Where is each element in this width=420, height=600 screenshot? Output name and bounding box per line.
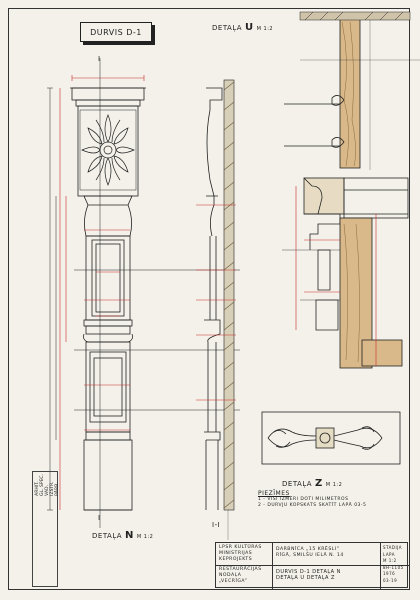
door-elevation — [70, 87, 146, 511]
drawing-line: DURVIS D-1 DETAĻA N — [276, 569, 341, 575]
detail-u-scale: M 1:2 — [256, 26, 274, 32]
detail-u-prefix: DETAĻA — [212, 24, 243, 32]
note-line-1: 1 - VISI IZMĒRI DOTI MILIMETROS — [258, 497, 349, 502]
code-line: 8H-1105 — [383, 564, 404, 570]
dimension-lines — [47, 58, 240, 540]
org-line: NODAĻA — [219, 573, 242, 578]
stamp-line: PĀRB. — [55, 482, 60, 496]
project-line: RĪGĀ, SMILŠU IELĀ N. 14 — [276, 553, 344, 558]
carved-rosette — [81, 114, 135, 186]
project-line: DARBNĪCA „15 KRĒSLI” — [276, 547, 340, 552]
code-line: 03-19 — [383, 577, 398, 583]
detail-n-prefix: DETAĻA — [92, 532, 123, 540]
detail-n-letter: N — [125, 530, 134, 541]
stamp-lines: ARHIT. GL. SPEC. VAD. IZSTR. PĀRB. — [35, 474, 60, 496]
code-line: 1976 — [383, 571, 396, 577]
detail-z-dimensions — [295, 186, 377, 366]
code-line: STADIJA — [383, 545, 403, 550]
title-block: LPSR KULTŪRAS MINISTRIJAS KEPROJEKTS RES… — [215, 542, 409, 589]
detail-n-label: DETAĻA N M 1:2 — [92, 530, 153, 541]
org-line: KEPROJEKTS — [219, 557, 253, 562]
detail-z-scale: M 1:2 — [325, 482, 343, 488]
section-mark-bottom: I — [98, 514, 101, 522]
detail-n-scale: M 1:2 — [136, 534, 154, 540]
detail-z-letter: Z — [315, 478, 323, 489]
org-line: RESTAURĀCIJAS — [219, 567, 262, 572]
org-name: LPSR KULTŪRAS MINISTRIJAS KEPROJEKTS — [219, 545, 262, 563]
dimension-marks — [59, 75, 145, 510]
detail-u-hatch — [299, 11, 411, 21]
project-name: DARBNĪCA „15 KRĒSLI” RĪGĀ, SMILŠU IELĀ N… — [276, 547, 344, 559]
code-line: LAPA — [383, 551, 395, 557]
org-line: „VECRĪGA” — [219, 579, 248, 584]
sheet-codes: STADIJA LAPA M 1:2 8H-1105 1976 03-19 — [383, 545, 404, 585]
side-profile — [204, 87, 223, 510]
detail-z-profile — [282, 177, 409, 369]
drawing-line: DETAĻA U DETAĻA Z — [276, 575, 335, 581]
detail-z-prefix: DETAĻA — [282, 480, 313, 488]
detail-z-label: DETAĻA Z M 1:2 — [282, 478, 342, 489]
detail-u — [284, 17, 420, 170]
note-line-2: 2 - DURVJU KOPSKATS SKATĪT LAPĀ 03-5 — [258, 502, 367, 508]
detail-u-letter: U — [245, 22, 254, 33]
code-line: M 1:2 — [383, 558, 397, 564]
sheet-frame — [8, 8, 410, 590]
approval-stamp: ARHIT. GL. SPEC. VAD. IZSTR. PĀRB. — [32, 471, 60, 587]
notes-heading: PIEZĪMES — [258, 490, 290, 497]
drawing-name: DURVIS D-1 DETAĻA N DETAĻA U DETAĻA Z — [276, 569, 341, 581]
notes-block: PIEZĪMES 1 - VISI IZMĒRI DOTI MILIMETROS… — [258, 490, 366, 508]
ornament-frieze — [261, 411, 401, 465]
org-line: LPSR KULTŪRAS — [219, 545, 262, 550]
section-mark-top: I — [98, 55, 101, 63]
section-mark-side: I-I — [212, 521, 221, 529]
profile-dimensions — [196, 204, 236, 401]
drawing-title: DURVIS D-1 — [80, 22, 152, 42]
org-line: MINISTRIJAS — [219, 551, 253, 556]
org-dept: RESTAURĀCIJAS NODAĻA „VECRĪGA” — [219, 567, 262, 585]
wall-hatch — [223, 79, 235, 511]
detail-u-label: DETAĻA U M 1:2 — [212, 22, 273, 33]
